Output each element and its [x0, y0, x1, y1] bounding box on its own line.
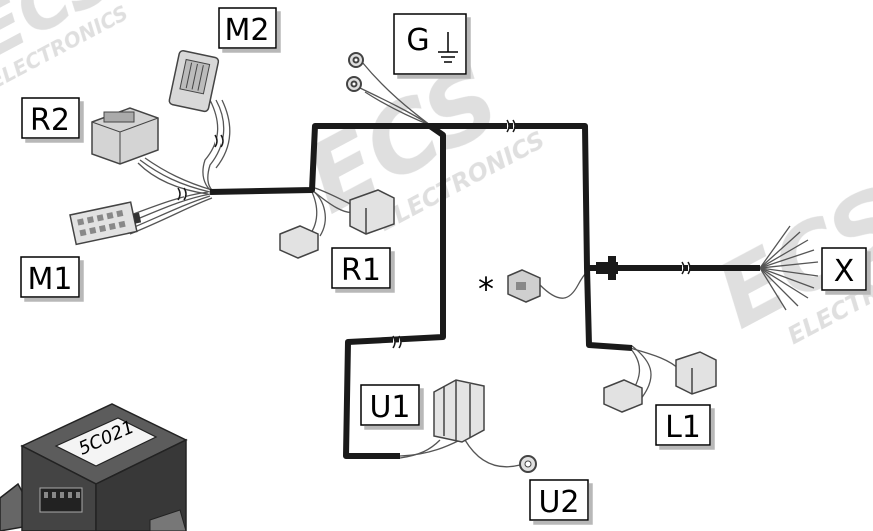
svg-text:L1: L1 — [665, 410, 701, 445]
label-l1: L1 — [655, 404, 711, 446]
label-u2: U2 — [529, 479, 589, 521]
svg-text:X: X — [834, 254, 855, 289]
m1-connector — [69, 201, 142, 246]
m2-connector — [168, 49, 220, 113]
svg-text:M2: M2 — [225, 13, 270, 48]
ground-ring-terminals — [346, 52, 364, 92]
label-u1: U1 — [360, 384, 420, 426]
label-m2: M2 — [218, 7, 277, 49]
junction-block — [596, 256, 618, 280]
label-r1: R1 — [331, 247, 391, 289]
control-module: 5C021 — [0, 403, 188, 531]
svg-text:U2: U2 — [538, 485, 579, 520]
label-m1: M1 — [20, 256, 80, 298]
ground-symbol-icon — [438, 32, 458, 63]
svg-text:R2: R2 — [30, 103, 70, 138]
optional-marker: * — [478, 270, 494, 308]
u2-ring-terminal — [519, 455, 537, 473]
cable-breaks — [177, 119, 691, 349]
label-r2: R2 — [21, 97, 80, 139]
r2-relay — [91, 107, 159, 165]
svg-text:G: G — [406, 23, 429, 58]
label-x: X — [821, 247, 867, 291]
svg-text:U1: U1 — [369, 390, 410, 425]
optional-connector — [507, 269, 541, 303]
labels: M2 G R2 M1 R1 X — [20, 7, 867, 521]
label-ground: G — [393, 13, 467, 75]
svg-text:M1: M1 — [28, 262, 73, 297]
l1-connectors — [603, 351, 717, 413]
r1-connectors — [279, 189, 395, 259]
svg-text:R1: R1 — [341, 253, 381, 288]
u1-connector — [433, 379, 485, 443]
